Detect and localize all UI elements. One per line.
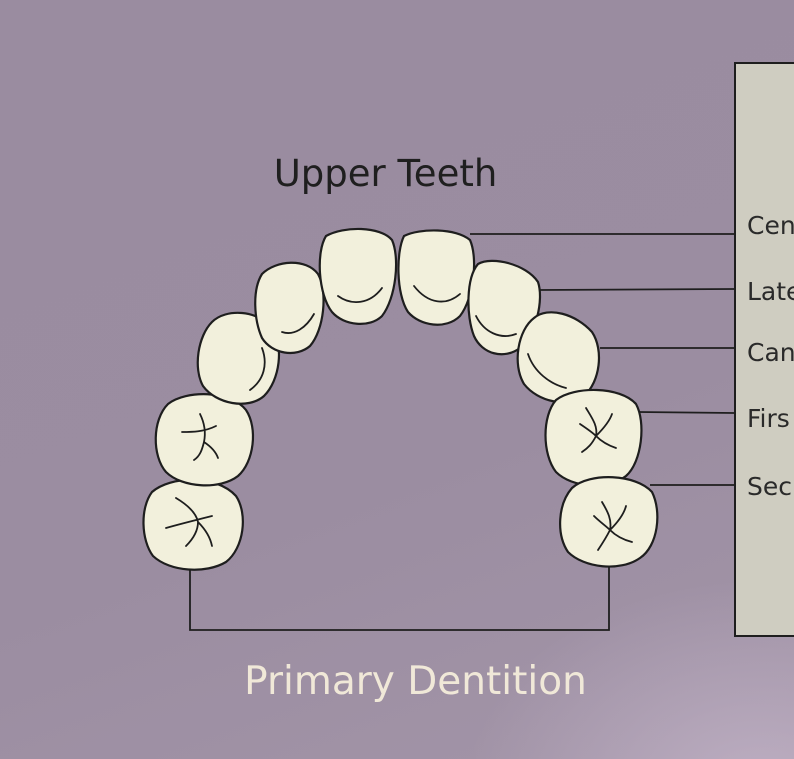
tooth-right-first-molar [544,388,643,487]
tooth-label-panel: Cen Late Can Firs Sec [734,62,794,637]
label-central: Cen [747,211,794,240]
tooth-right-canine [516,311,600,404]
tooth-left-central-incisor [318,227,398,325]
label-second-molar: Sec [747,472,792,501]
diagram-subtitle: Primary Dentition [244,659,587,704]
label-canine: Can [747,338,794,367]
tooth-right-central-incisor [397,229,476,326]
label-lateral: Late [747,277,794,306]
label-first-molar: Firs [747,404,790,433]
tooth-left-first-molar [154,393,254,487]
tooth-left-second-molar [142,478,244,571]
diagram-title: Upper Teeth [273,152,498,195]
dentition-bracket [189,562,610,631]
tooth-right-second-molar [559,476,659,568]
leader-line-lateral [537,288,735,291]
leader-line-first-molar [637,411,735,414]
tooth-left-lateral-incisor [254,261,325,355]
